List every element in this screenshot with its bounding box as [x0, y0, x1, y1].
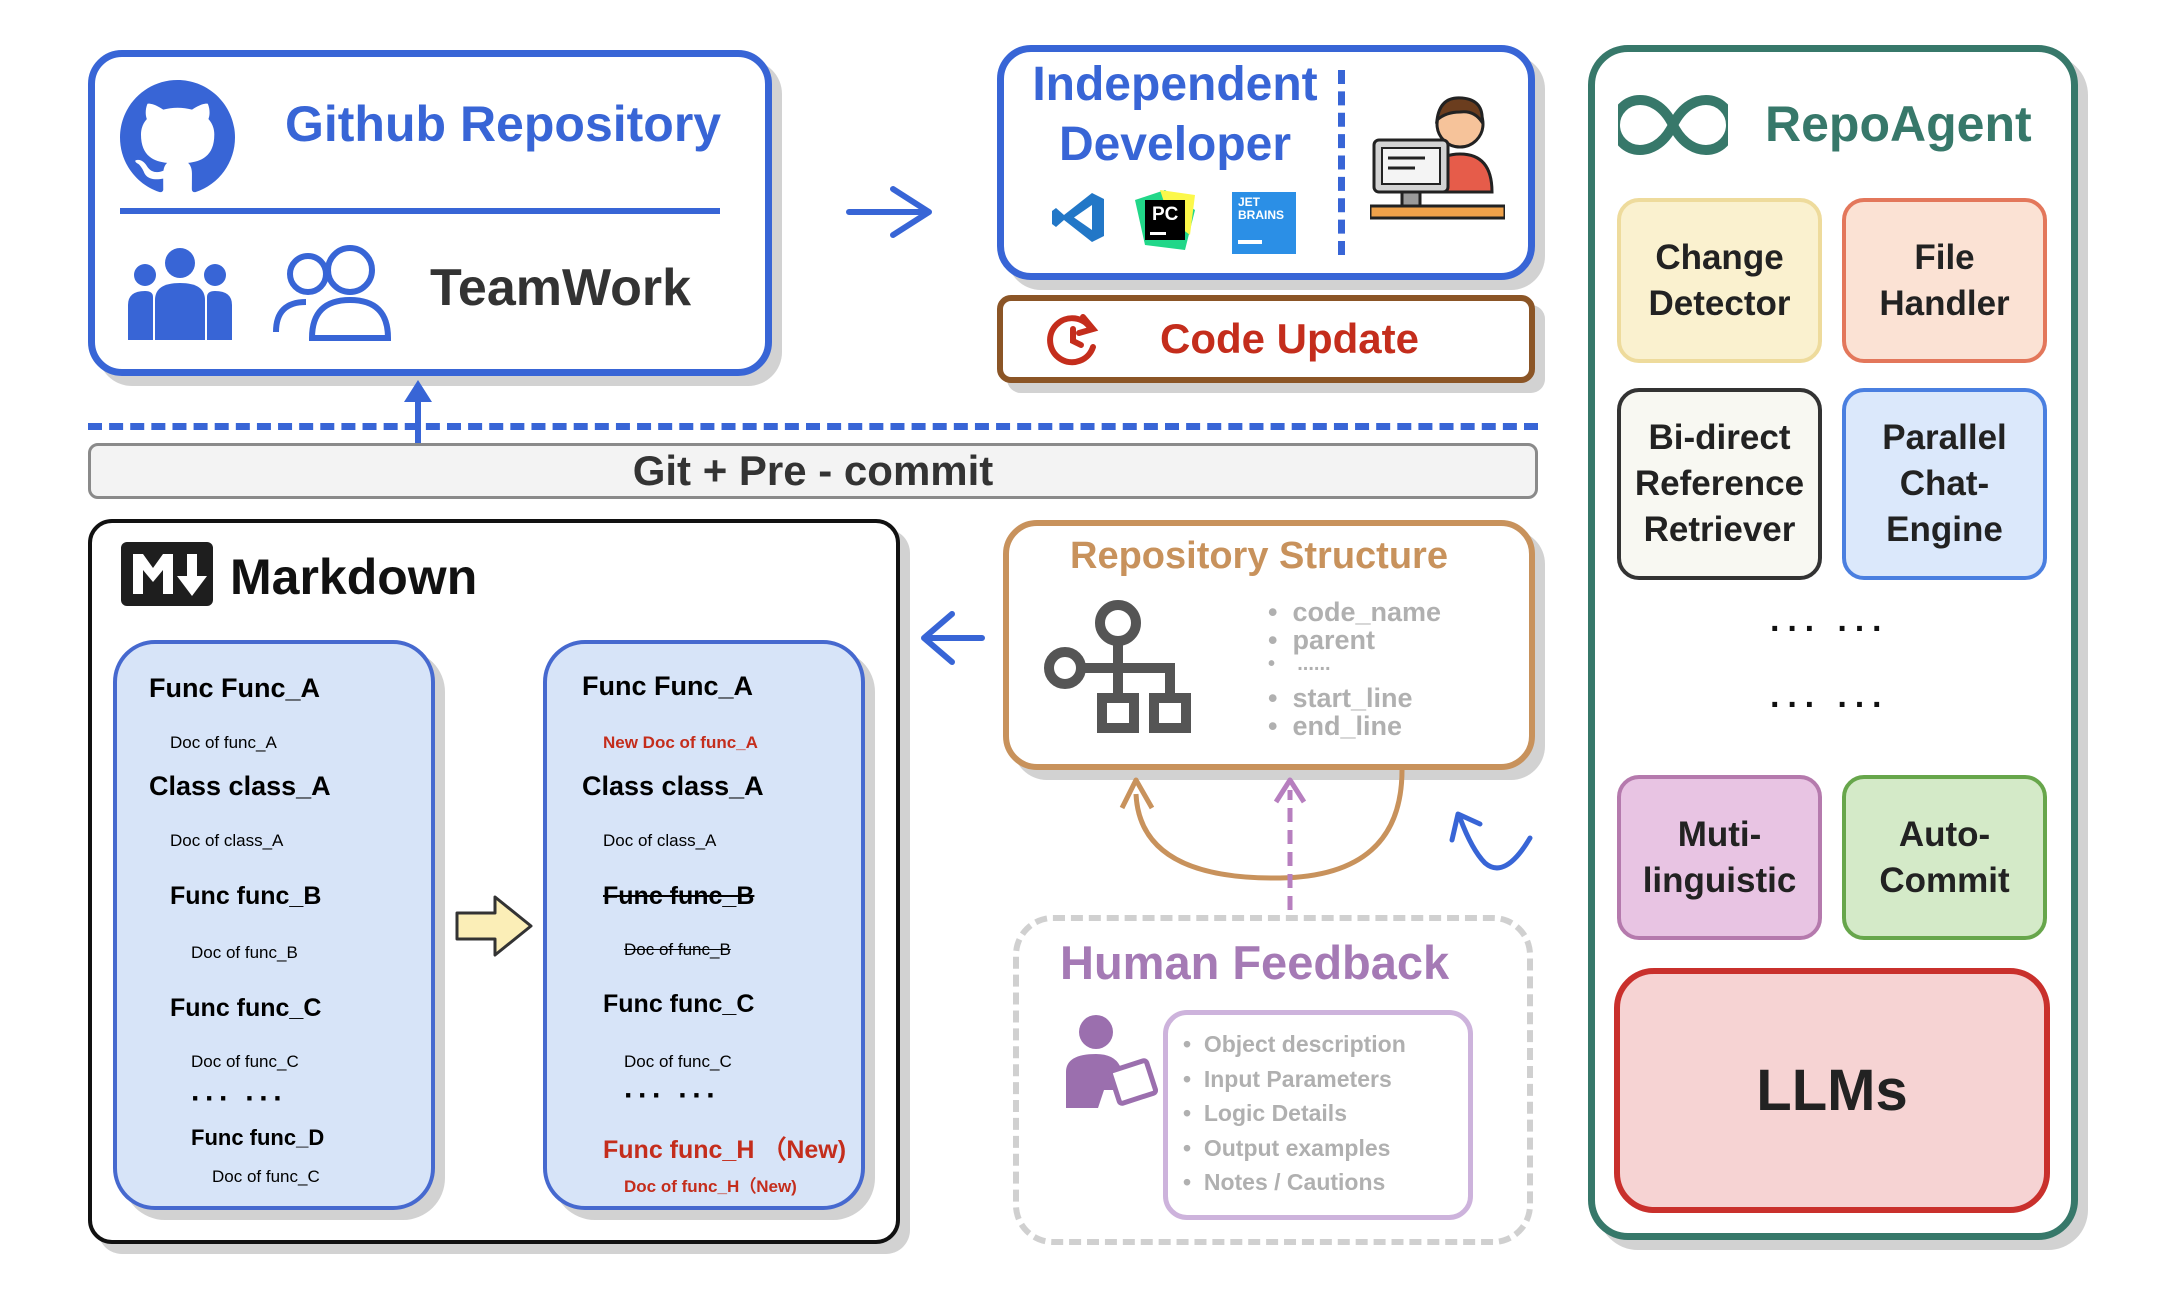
update-arrow-icon	[455, 895, 533, 957]
feedback-item-input-parameters: • Input Parameters	[1183, 1066, 1392, 1092]
pycharm-label: PC	[1152, 204, 1179, 225]
github-icon	[120, 80, 235, 195]
person-writing-icon	[1058, 1010, 1159, 1110]
doc-panel-updated	[543, 640, 865, 1210]
feedback-loop-arrows	[1119, 769, 1533, 910]
module-file-handler: File Handler	[1842, 198, 2047, 363]
right-item-class-a: Class class_A	[582, 771, 764, 801]
left-item-doc-func-d: Doc of func_C	[212, 1167, 320, 1186]
human-feedback-list-box	[1163, 1010, 1473, 1220]
feedback-item-notes-cautions: • Notes / Cautions	[1183, 1169, 1386, 1195]
repoagent-ellipsis-1: ··· ···	[1770, 610, 1890, 648]
left-item-doc-class-a: Doc of class_A	[170, 831, 284, 850]
right-item-doc-func-h-new: Doc of func_H（New)	[624, 1177, 797, 1196]
vscode-icon	[1052, 190, 1107, 245]
developer-at-computer-icon	[1368, 92, 1507, 227]
doc-panel-original	[113, 640, 435, 1210]
repo-field-start-line-text: start_line	[1292, 683, 1413, 713]
developer-title-line2: Developer	[1058, 118, 1292, 171]
feedback-item-object-description-text: Object description	[1203, 1031, 1406, 1057]
feedback-item-object-description: • Object description	[1183, 1031, 1406, 1057]
left-item-func-d: Func func_D	[191, 1125, 325, 1150]
jetbrains-label-1: JET	[1238, 195, 1261, 209]
repo-field-start-line: • start_line	[1268, 683, 1413, 713]
code-update-box	[997, 295, 1535, 383]
repo-field-parent-text: parent	[1292, 625, 1375, 655]
infinity-logo-icon	[1610, 92, 1736, 158]
repo-field-ellipsis: • ......	[1268, 653, 1331, 675]
repo-field-end-line: • end_line	[1268, 711, 1402, 741]
left-item-func-b: Func func_B	[170, 882, 322, 910]
dashed-separator	[88, 423, 1538, 430]
repo-field-code-name-text: code_name	[1292, 597, 1442, 627]
feedback-item-notes-cautions-text: Notes / Cautions	[1203, 1169, 1386, 1195]
module-bidirect-reference-retriever: Bi-direct Reference Retriever	[1617, 388, 1822, 580]
feedback-item-input-parameters-text: Input Parameters	[1203, 1066, 1392, 1092]
markdown-icon	[121, 542, 213, 606]
right-item-new-doc-func-a: New Doc of func_A	[603, 733, 758, 752]
repository-structure-box	[1003, 520, 1535, 770]
left-item-ellipsis: ··· ···	[191, 1082, 288, 1115]
repo-field-parent: • parent	[1268, 625, 1375, 655]
left-item-doc-func-a: Doc of func_A	[170, 733, 277, 752]
right-item-func-c: Func func_C	[603, 990, 755, 1018]
team-icon	[125, 245, 235, 340]
repo-field-ellipsis-text: ......	[1297, 653, 1331, 675]
code-update-label: Code Update	[1160, 315, 1420, 362]
github-divider	[120, 208, 720, 214]
module-parallel-chat-engine: Parallel Chat- Engine	[1842, 388, 2047, 580]
github-repository-title: Github Repository	[285, 96, 722, 152]
right-item-doc-func-c: Doc of func_C	[624, 1052, 732, 1071]
developer-divider	[1338, 70, 1345, 255]
arrow-right-icon	[846, 186, 932, 238]
right-item-func-b-removed: Func func_B	[603, 882, 755, 910]
git-precommit-bar: Git + Pre - commit	[88, 443, 1538, 499]
teamwork-label: TeamWork	[430, 259, 692, 317]
jetbrains-label-2: BRAINS	[1238, 208, 1285, 222]
module-multilinguistic: Muti- linguistic	[1617, 775, 1822, 940]
right-item-doc-func-b-removed: Doc of func_B	[624, 940, 731, 959]
right-item-func-a: Func Func_A	[582, 671, 754, 701]
jetbrains-underline	[1238, 240, 1262, 244]
right-item-ellipsis: ··· ···	[624, 1079, 721, 1112]
pycharm-icon: PC	[1135, 190, 1195, 250]
feedback-item-logic-details-text: Logic Details	[1203, 1100, 1347, 1126]
module-auto-commit: Auto- Commit	[1842, 775, 2047, 940]
left-item-class-a: Class class_A	[149, 771, 331, 801]
repository-structure-title: Repository Structure	[1070, 535, 1448, 577]
arrow-up-icon	[404, 380, 432, 443]
repo-field-end-line-text: end_line	[1292, 711, 1402, 741]
refresh-clock-icon	[1043, 309, 1103, 369]
markdown-title: Markdown	[230, 549, 478, 605]
independent-developer-title: Independent Developer	[1010, 55, 1340, 175]
right-item-doc-class-a: Doc of class_A	[603, 831, 717, 850]
developer-title-line1: Independent	[1032, 58, 1318, 111]
left-item-doc-func-c: Doc of func_C	[191, 1052, 299, 1071]
repoagent-title: RepoAgent	[1765, 96, 2032, 152]
module-change-detector: Change Detector	[1617, 198, 1822, 363]
feedback-item-output-examples-text: Output examples	[1203, 1135, 1391, 1161]
feedback-item-output-examples: • Output examples	[1183, 1135, 1391, 1161]
arrow-left-icon	[921, 611, 985, 665]
left-item-func-c: Func func_C	[170, 994, 322, 1022]
repo-field-code-name: • code_name	[1268, 597, 1442, 627]
right-item-func-h-new: Func func_H （New)	[603, 1136, 847, 1164]
jetbrains-icon: JET BRAINS	[1232, 192, 1296, 254]
left-item-doc-func-b: Doc of func_B	[191, 943, 298, 962]
hierarchy-icon	[1040, 598, 1200, 738]
human-feedback-title: Human Feedback	[1060, 936, 1450, 989]
people-outline-icon	[272, 242, 392, 342]
repoagent-ellipsis-2: ··· ···	[1770, 686, 1890, 724]
module-llms: LLMs	[1614, 968, 2050, 1213]
left-item-func-a: Func Func_A	[149, 673, 321, 703]
feedback-item-logic-details: • Logic Details	[1183, 1100, 1347, 1126]
